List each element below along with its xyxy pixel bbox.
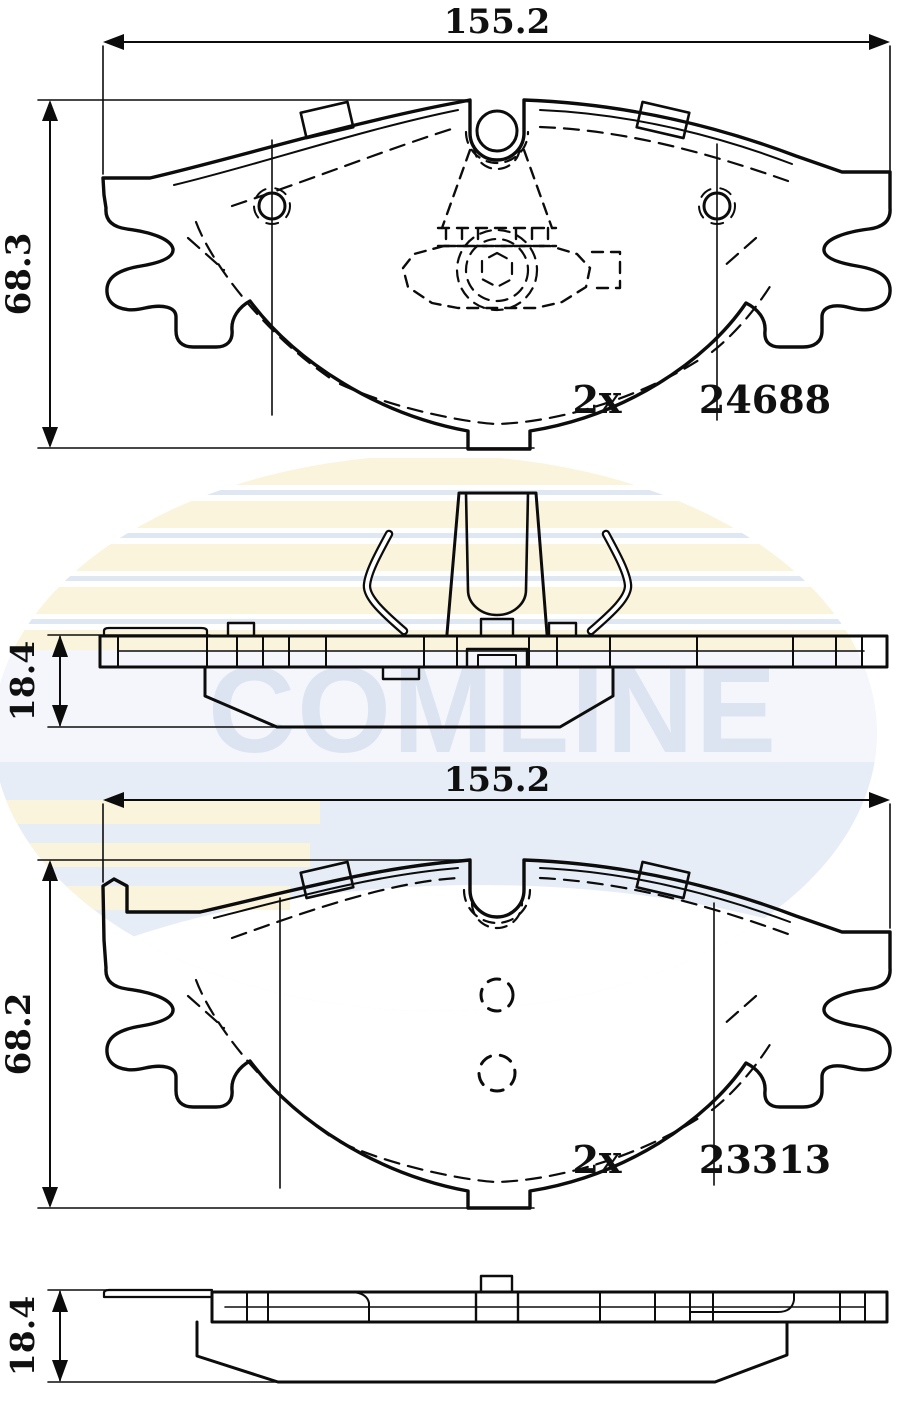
watermark-bottom-cream-stripes [0, 800, 320, 910]
pad2-friction-ear-left [186, 994, 226, 1030]
watermark-brand-text: COMLINE [208, 642, 778, 778]
pad1-clip-damper-outline [401, 244, 592, 310]
pad1-abutment-left [299, 100, 355, 140]
pad1-front-view [101, 98, 892, 451]
pad1-clip-slot-right [522, 148, 554, 230]
pad1-side-spring-arm-right-inner [589, 532, 630, 633]
pad1-friction-bottom [338, 356, 704, 426]
pad1-clip-band [436, 226, 558, 248]
pad1-damper-circle-mid [464, 237, 530, 303]
pad2-quantity-label: 2x [572, 1137, 621, 1182]
pad1-side-clip-cup [464, 491, 530, 617]
pad1-friction-right [710, 278, 776, 354]
pad2-thickness-label: 18.4 [3, 1296, 42, 1376]
pad1-thickness-dimension: 18.4 [3, 634, 286, 728]
pad1-height-label: 68.3 [0, 233, 39, 316]
pad2-side-tab [479, 1274, 514, 1294]
pad2-plate-edge-right [539, 867, 791, 923]
pad1-friction-ear-left [186, 236, 226, 272]
pad1-side-drop-tab [381, 665, 421, 681]
pad2-friction-top-right [538, 876, 790, 936]
pad1-height-dimension: 68.3 [0, 99, 535, 449]
pad1-thickness-label: 18.4 [3, 641, 42, 721]
pad1-part-number: 24688 [699, 377, 831, 422]
pad1-side-boss-inner [477, 654, 517, 668]
pad2-friction-right [710, 1036, 776, 1112]
pad2-width-label: 155.2 [444, 760, 550, 800]
pad2-side-backplate [210, 1290, 889, 1324]
pad1-friction-left [194, 220, 332, 380]
pad2-side-step [689, 1291, 795, 1313]
pad1-damper-hex [480, 251, 514, 289]
pad1-notch-dashed-arc1 [464, 130, 530, 165]
pad1-side-friction-block [203, 665, 615, 729]
pad2-width-dimension: 155.2 [102, 760, 891, 929]
pad1-side-clip-frame [445, 491, 549, 636]
pad2-abutment-right [635, 860, 691, 900]
watermark-stripes-blue [0, 490, 877, 624]
pad1-side-clip-seat [479, 617, 515, 638]
pad1-width-dimension: 155.2 [102, 2, 891, 175]
pad1-side-tab-right [547, 621, 578, 638]
pad2-hole-lower [477, 1053, 517, 1093]
pad1-friction-top-right [538, 125, 790, 183]
pad1-side-shim-strip [102, 626, 209, 638]
pad2-abutment-left [299, 860, 355, 900]
pad1-side-spring-arm-left-inner [365, 532, 406, 633]
pad1-abutment-right [635, 100, 691, 140]
pad2-hole-upper [479, 977, 515, 1013]
pad2-side-boss [474, 1290, 520, 1324]
pad2-front-view [101, 858, 892, 1210]
pad1-outline [101, 98, 892, 451]
pad1-clip-slot-left [440, 148, 472, 230]
pad1-side-divisions [117, 635, 863, 668]
pad2-height-label: 68.2 [0, 993, 39, 1076]
pad2-notch-dashed-arc2 [470, 901, 524, 930]
pad1-plate-edge-left [173, 109, 459, 186]
pad1-width-label: 155.2 [444, 2, 550, 42]
pad2-side-friction-block [195, 1320, 789, 1384]
pad2-part-number: 23313 [699, 1137, 831, 1182]
pad1-notch-hole [475, 109, 519, 153]
pad2-thickness-dimension: 18.4 [3, 1289, 286, 1383]
pad1-quantity-label: 2x [572, 377, 621, 422]
pad2-height-dimension: 68.2 [0, 859, 535, 1209]
pad2-friction-bottom [338, 1114, 704, 1184]
pad2-side-view [102, 1274, 889, 1384]
pad1-notch-dashed-arc2 [472, 144, 522, 171]
pad1-side-view [98, 491, 889, 729]
pad1-plate-edge-right [539, 109, 793, 165]
pad1-friction-ear-right [720, 236, 758, 270]
pad2-friction-ear-right [720, 994, 758, 1028]
pad2-friction-top-left [230, 876, 460, 940]
pad1-clip-stub [590, 250, 622, 290]
pad2-side-hook [351, 1291, 370, 1323]
pad1-side-tab-left [226, 621, 256, 638]
pad2-plate-edge-left [213, 867, 459, 919]
pad2-outline [101, 858, 892, 1210]
pad2-side-divisions [246, 1291, 866, 1323]
pad2-side-shim-strip [102, 1288, 214, 1299]
pad1-damper-circle-outer [455, 228, 539, 312]
pad2-friction-left [194, 978, 332, 1138]
pad1-friction-top-left [230, 125, 460, 208]
watermark-text-band [0, 650, 877, 762]
